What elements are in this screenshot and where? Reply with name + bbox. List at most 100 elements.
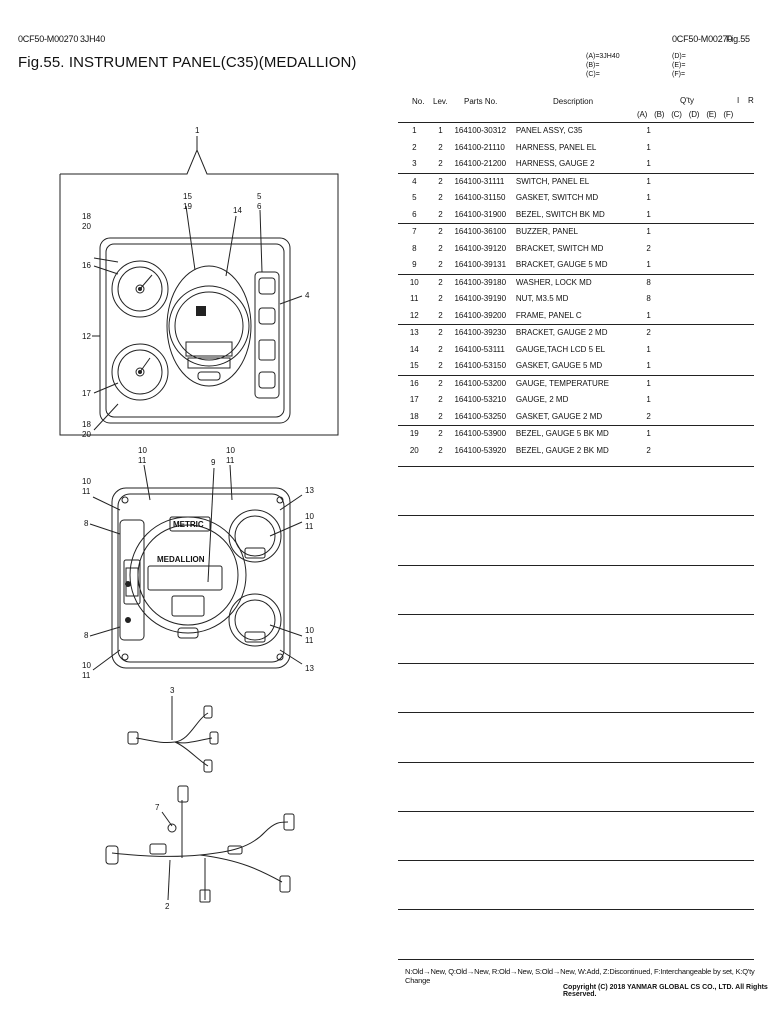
model-codes-left: (A)=3JH40 (B)= (C)=	[586, 52, 620, 79]
row-qty-empty	[711, 223, 726, 241]
row-qty-empty	[670, 342, 684, 359]
col-header-lev: Lev.	[433, 97, 448, 106]
row-qty-empty	[669, 122, 684, 140]
row-qty-empty	[698, 342, 712, 359]
row-qty-empty	[697, 324, 712, 342]
row-qty-empty	[740, 140, 754, 157]
row-no: 19	[398, 425, 431, 443]
row-qty-empty	[670, 291, 684, 308]
row-qty-empty	[698, 190, 712, 207]
row-qty-empty	[739, 172, 754, 190]
rule-line	[398, 762, 754, 763]
row-qty-a: 2	[646, 411, 651, 421]
row-parts-no: 164100-21200	[454, 159, 507, 168]
callout-2: 2	[165, 902, 170, 911]
callout-8: 8	[84, 519, 89, 528]
row-qty-empty	[712, 156, 726, 173]
row-qty-empty	[725, 324, 740, 342]
row-qty-empty	[656, 392, 670, 409]
callout-11: 11	[305, 522, 314, 531]
rule-line	[398, 614, 754, 615]
row-lev: 2	[438, 395, 443, 404]
row-no: 5	[412, 193, 417, 202]
model-code-a: (A)=3JH40	[586, 53, 620, 60]
row-qty-empty	[740, 358, 754, 375]
row-qty-empty	[726, 342, 740, 359]
row-qty-empty	[711, 324, 726, 342]
row-qty-empty	[725, 122, 740, 140]
row-no: 4	[398, 172, 431, 190]
col-header-no: No.	[412, 97, 425, 106]
row-qty-empty	[656, 241, 670, 258]
row-parts-no: 164100-39190	[454, 294, 507, 303]
row-lev: 2	[430, 324, 451, 342]
row-qty-empty	[669, 374, 684, 392]
row-qty-empty	[740, 443, 754, 460]
row-qty-empty	[739, 425, 754, 443]
row-lev: 2	[430, 374, 451, 392]
row-qty-a: 1	[646, 344, 651, 354]
qty-col-e: (E)	[706, 110, 717, 119]
row-no: 3	[412, 159, 417, 168]
callout-10: 10	[82, 477, 91, 486]
switch-bracket	[119, 519, 145, 641]
row-qty-empty	[683, 324, 698, 342]
rule-line	[398, 909, 754, 910]
change-code-legend: N:Old→New, Q:Old→New, R:Old→New, S:Old→N…	[405, 967, 755, 985]
metric-badge	[169, 516, 211, 532]
row-no: 20	[409, 445, 419, 455]
qty-subheaders: (A) (B) (C) (D) (E) (F)	[637, 110, 733, 119]
row-description: GASKET, GAUGE 5 MD	[515, 361, 603, 370]
row-qty-empty	[655, 122, 670, 140]
callout-14: 14	[233, 206, 242, 215]
row-lev: 2	[438, 310, 443, 320]
row-qty-empty	[684, 443, 698, 460]
row-qty-a: 1	[646, 142, 651, 152]
copyright: Copyright (C) 2018 YANMAR GLOBAL CS CO.,…	[563, 984, 768, 998]
model-code-d: (D)=	[672, 53, 686, 60]
callout-11: 11	[305, 636, 314, 645]
row-qty-a: 1	[646, 260, 651, 269]
row-qty-a: 1	[641, 122, 656, 140]
row-qty-empty	[683, 425, 698, 443]
row-description: GAUGE,TACH LCD 5 EL	[515, 344, 606, 354]
row-qty-a: 1	[646, 395, 651, 404]
row-lev: 2	[430, 223, 451, 241]
doc-code-left: 0CF50-M00270	[18, 34, 79, 44]
row-qty-a: 1	[646, 193, 651, 202]
row-parts-no: 164100-53150	[454, 361, 507, 370]
row-qty-empty	[670, 443, 684, 460]
row-lev: 2	[438, 209, 443, 219]
row-qty-empty	[669, 223, 684, 241]
doc-code-right: 0CF50-M00270	[672, 34, 733, 44]
row-description: GAUGE, 2 MD	[515, 395, 569, 404]
row-lev: 2	[438, 294, 443, 303]
row-qty-empty	[740, 392, 754, 409]
callout-8: 8	[84, 631, 89, 640]
row-qty-empty	[697, 172, 712, 190]
rule-line	[398, 860, 754, 861]
row-qty-empty	[697, 273, 712, 291]
col-header-description: Description	[553, 97, 594, 106]
row-qty-empty	[656, 156, 670, 173]
fig-ref: Fig.55	[726, 34, 750, 44]
row-qty-empty	[739, 374, 754, 392]
row-qty-empty	[670, 241, 684, 258]
row-qty-a: 1	[646, 361, 651, 370]
row-qty-empty	[739, 223, 754, 241]
row-qty-empty	[684, 358, 698, 375]
row-qty-empty	[698, 140, 712, 157]
temperature-gauge	[111, 260, 169, 318]
col-header-i: I	[737, 96, 740, 105]
row-qty-empty	[712, 392, 726, 409]
row-qty-empty	[726, 156, 740, 173]
row-parts-no: 164100-31900	[454, 209, 507, 219]
row-description: WASHER, LOCK MD	[509, 273, 642, 291]
row-qty-empty	[656, 409, 670, 426]
